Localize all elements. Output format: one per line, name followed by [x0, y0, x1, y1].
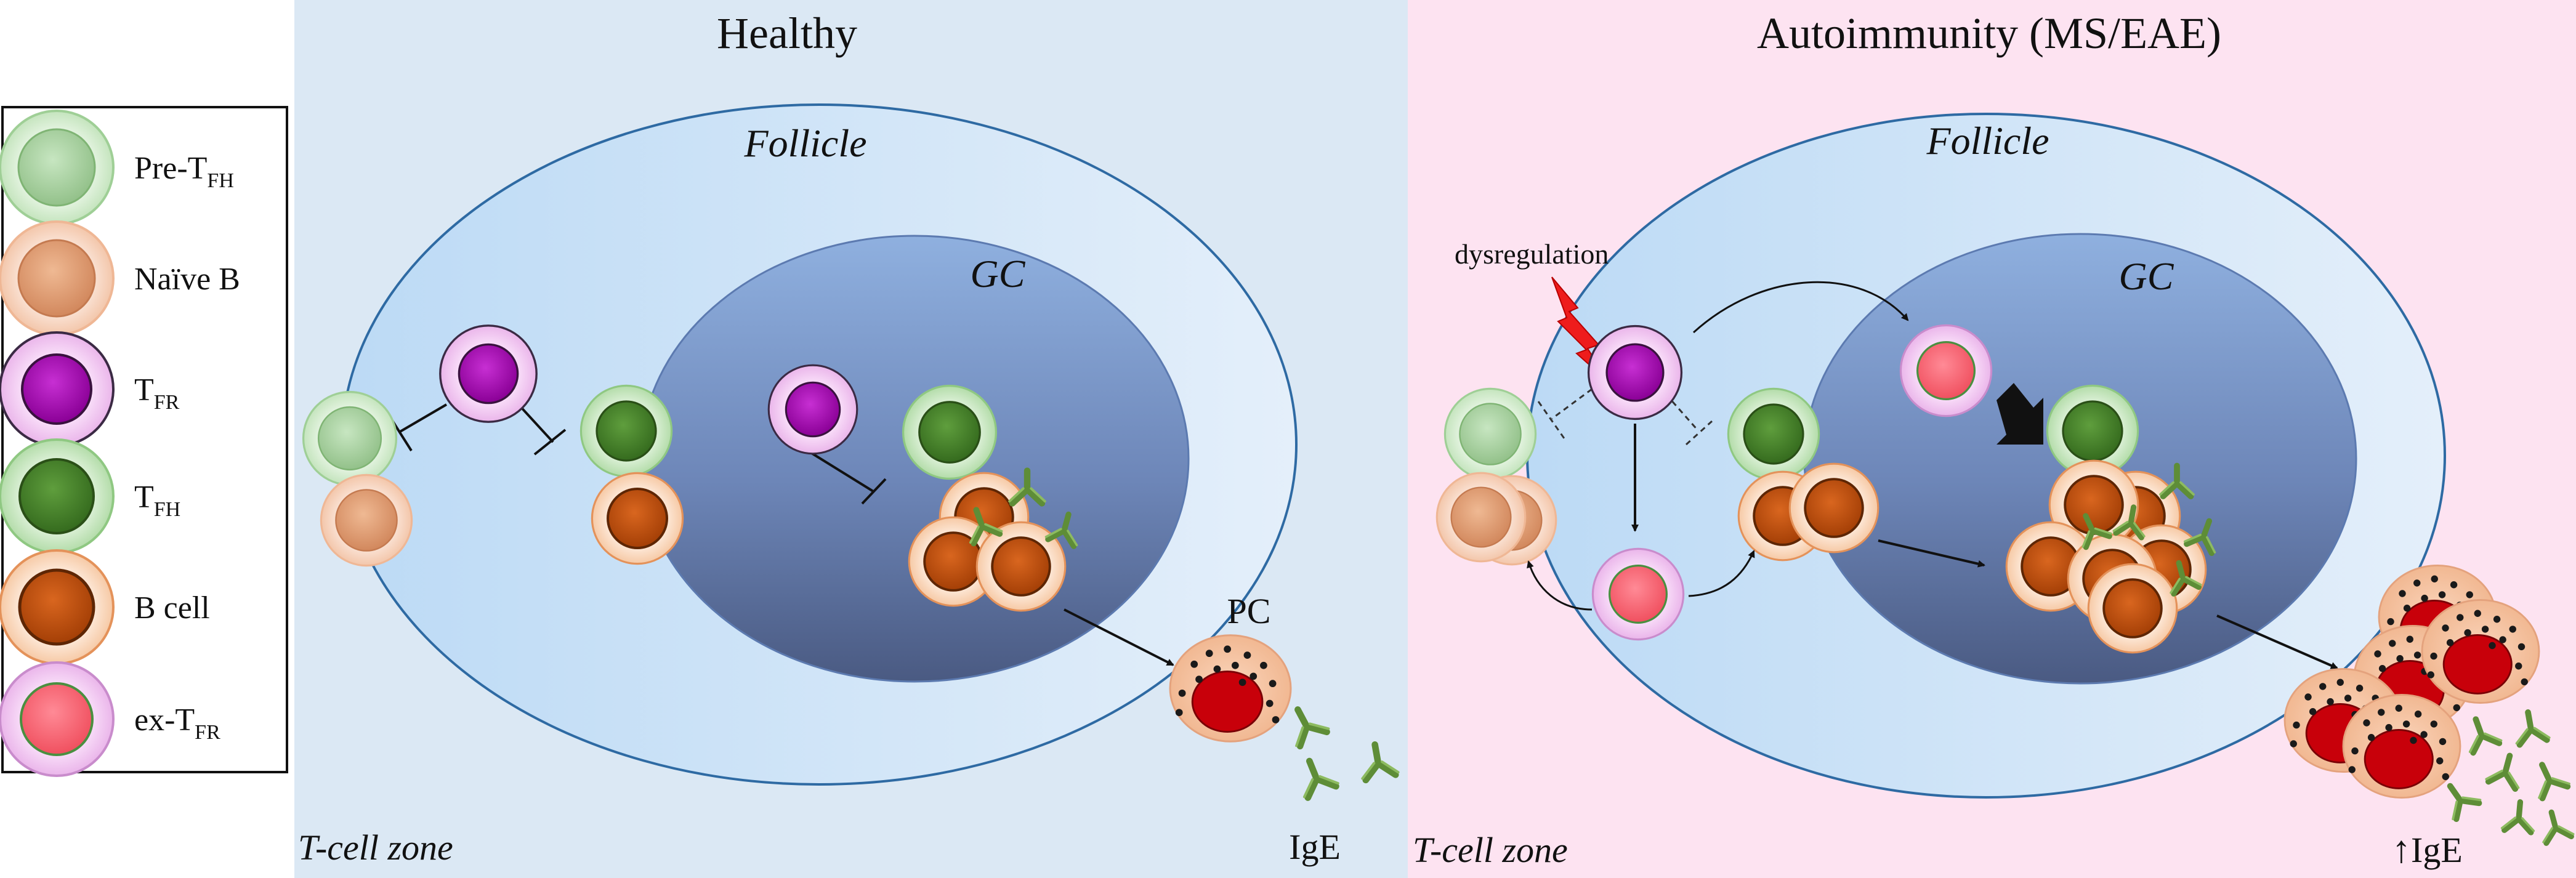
healthy-tcell-zone-label: T-cell zone	[298, 828, 453, 868]
autoimmunity-tfh-cell-border	[1727, 387, 1820, 481]
autoimmunity-gc-b-cell-6	[2087, 563, 2178, 654]
dysregulation-label: dysregulation	[1455, 238, 1609, 270]
tfr-cell-icon	[0, 331, 115, 447]
increase-arrow-icon: ↑	[2392, 829, 2411, 871]
autoimmunity-pc-arrow	[2216, 614, 2338, 669]
tfr-to-gc-ex-tfr-arrow	[1692, 281, 1909, 334]
autoimmunity-pre-tfh-cell	[1443, 387, 1537, 481]
healthy-naive-b-cell	[320, 473, 413, 567]
autoimmunity-tcell-zone-label: T-cell zone	[1413, 830, 1568, 870]
b-cell-icon	[0, 550, 113, 664]
help-arrow-icon	[1997, 383, 2043, 445]
impaired-inhibition-lines	[1537, 388, 1713, 446]
legend-item-b-cell: B cell	[0, 550, 210, 664]
b-cell-to-gc-arrow	[1878, 539, 1985, 568]
autoimmunity-b-cell-border-2	[1788, 462, 1880, 554]
legend-label-tfh: T	[134, 480, 154, 515]
legend-item-pre-tfh: Pre-TFH	[0, 110, 234, 225]
legend-sub-tfr: FR	[154, 391, 180, 414]
healthy-follicle-label: Follicle	[743, 121, 866, 165]
healthy-gc-tfh-cell	[902, 384, 998, 480]
autoimmunity-ige-label: IgE	[2411, 830, 2463, 870]
svg-text:↑IgE: ↑IgE	[2392, 829, 2463, 871]
legend-sub-tfh: FH	[154, 498, 180, 521]
autoimmunity-gc-ex-tfr-cell	[1899, 324, 1993, 417]
legend-sub-ex-tfr: FR	[195, 721, 220, 744]
healthy-gc-tfr-cell	[767, 364, 858, 455]
ex-tfr-cell-icon	[0, 661, 115, 777]
healthy-ige-label: IgE	[1289, 827, 1341, 867]
legend-item-tfr: TFR	[0, 331, 180, 447]
autoimmunity-tfr-cell	[1587, 324, 1683, 421]
autoimmunity-title: Autoimmunity (MS/EAE)	[1757, 9, 2221, 58]
healthy-pre-tfh-cell	[302, 390, 398, 486]
healthy-tfr-cell	[439, 324, 538, 423]
ex-tfr-to-naive-arrow	[1527, 560, 1593, 611]
pre-tfh-cell-icon	[0, 110, 115, 225]
healthy-plasma-cell	[1169, 634, 1292, 743]
svg-text:TFH: TFH	[134, 480, 180, 521]
legend-label-ex-tfr: ex-T	[134, 703, 195, 738]
healthy-gc-label: GC	[971, 252, 1026, 296]
legend-label-tfr: T	[134, 373, 154, 408]
svg-text:ex-TFR: ex-TFR	[134, 703, 220, 744]
tfh-cell-icon	[0, 438, 115, 554]
autoimmunity-plasma-cell-3	[2421, 598, 2540, 704]
legend-item-tfh: TFH	[0, 438, 180, 554]
healthy-pc-label: PC	[1227, 591, 1271, 631]
legend-item-ex-tfr: ex-TFR	[0, 661, 220, 777]
autoimmunity-naive-b-cell-1	[1435, 472, 1527, 563]
legend-label-naive-b: Naïve B	[134, 262, 240, 297]
naive-b-cell-icon	[0, 220, 115, 336]
autoimmunity-ex-tfr-cell-follicle	[1591, 547, 1685, 641]
svg-text:Pre-TFH: Pre-TFH	[134, 151, 234, 192]
svg-text:TFR: TFR	[134, 373, 180, 414]
legend: Pre-TFH Naïve B TFR TFH B cell ex-TFR	[0, 106, 288, 777]
healthy-b-cell-border	[592, 473, 682, 563]
autoimmunity-follicle-label: Follicle	[1926, 119, 2049, 163]
healthy-pc-arrow	[1064, 608, 1174, 666]
ex-tfr-to-b-cell-arrow	[1688, 550, 1755, 597]
healthy-tfh-cell-border	[579, 384, 673, 478]
autoimmunity-panel: Autoimmunity (MS/EAE) Follicle GC dysreg…	[1413, 9, 2574, 871]
autoimmunity-plasma-cell-5	[2342, 693, 2461, 799]
autoimmunity-gc-label: GC	[2119, 254, 2174, 298]
legend-sub-pre-tfh: FH	[207, 169, 233, 192]
legend-item-naive-b: Naïve B	[0, 220, 240, 336]
healthy-inhibition-lines	[387, 403, 887, 505]
healthy-title: Healthy	[717, 9, 857, 58]
legend-label-b-cell: B cell	[134, 590, 210, 626]
healthy-panel: Healthy Follicle GC PC	[298, 9, 1399, 868]
legend-label-pre-tfh: Pre-T	[134, 151, 207, 186]
